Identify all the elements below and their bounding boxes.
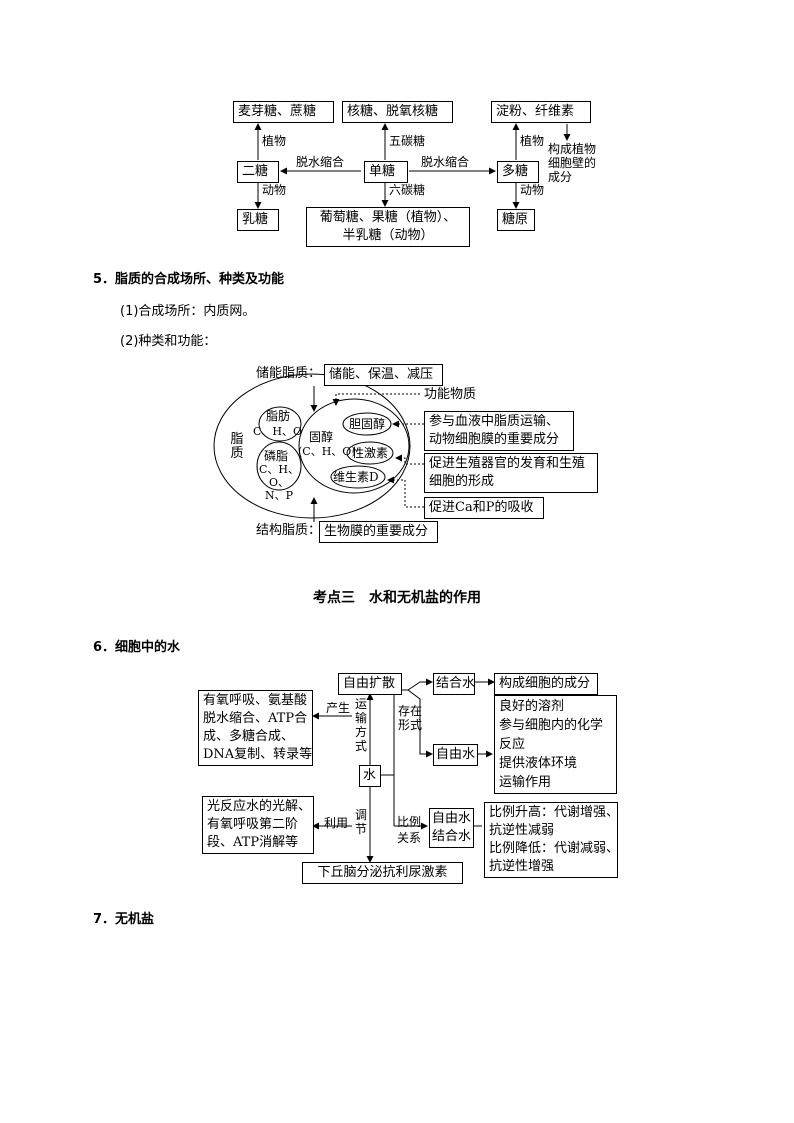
section-3-title: 考点三 水和无机盐的作用 bbox=[313, 590, 481, 606]
synthesis-site-text: (1)合成场所：内质网。 bbox=[120, 304, 256, 319]
ratio-effect-box: 比例升高：代谢增强、 抗逆性减弱 比例降低：代谢减弱、 抗逆性增强 bbox=[484, 802, 620, 878]
types-functions-text: (2)种类和功能： bbox=[120, 334, 217, 349]
utilize-line-1: 光反应水的光解、 bbox=[207, 799, 312, 814]
ratio-effect-4: 抗逆性增强 bbox=[489, 859, 555, 874]
existence-form-label: 存在形式 bbox=[398, 704, 423, 732]
sex-hormone-label: 性激素 bbox=[352, 446, 389, 460]
regulate-label: 调节 bbox=[354, 808, 367, 836]
produce-line-2: 脱水缩合、ATP合 bbox=[203, 711, 308, 726]
section-5-heading: 5．脂质的合成场所、种类及功能 bbox=[93, 272, 285, 287]
vitamin-d-function-box: 促进Ca和P的吸收 bbox=[424, 497, 544, 519]
phospholipid-label: 磷脂 bbox=[264, 449, 289, 463]
vitamin-d-label: 维生素D bbox=[333, 470, 379, 484]
phospholipid-elements: C、H、O、N、P bbox=[259, 463, 300, 502]
cell-component-box: 构成细胞的成分 bbox=[494, 673, 598, 695]
cell-wall-label: 构成植物细胞壁的成分 bbox=[548, 142, 597, 184]
free-diffusion-box: 自由扩散 bbox=[338, 673, 402, 695]
sterol-label: 固醇 bbox=[309, 430, 334, 444]
produce-line-3: 成、多糖合成、 bbox=[203, 729, 295, 744]
maltose-sucrose-box: 麦芽糖、蔗糖 bbox=[233, 101, 334, 123]
structural-lipid-label: 结构脂质： bbox=[256, 523, 322, 538]
ratio-water-box: 自由水 结合水 bbox=[429, 808, 474, 848]
storage-function-box: 储能、保温、减压 bbox=[324, 364, 443, 386]
polysaccharide-box: 多糖 bbox=[497, 161, 539, 183]
lipid-word: 脂质 bbox=[230, 432, 244, 461]
disaccharide-box: 二糖 bbox=[237, 161, 279, 183]
glycogen-box: 糖原 bbox=[497, 209, 535, 231]
utilize-line-2: 有氧呼吸第二阶 bbox=[207, 817, 299, 832]
utilize-box: 光反应水的光解、 有氧呼吸第二阶 段、ATP消解等 bbox=[202, 796, 314, 854]
free-water-function-2: 参与细胞内的化学 bbox=[499, 718, 604, 733]
plant-label-left: 植物 bbox=[262, 134, 287, 148]
free-water-function-3: 反应 bbox=[499, 737, 526, 752]
cholesterol-function-line-2: 动物细胞膜的重要成分 bbox=[429, 432, 560, 447]
monosaccharide-box: 单糖 bbox=[364, 161, 408, 183]
starch-cellulose-box: 淀粉、纤维素 bbox=[491, 101, 591, 123]
water-center-box: 水 bbox=[359, 765, 381, 787]
dehydration-label-right: 脱水缩合 bbox=[421, 155, 470, 169]
free-water-function-5: 运输作用 bbox=[499, 775, 552, 790]
produce-line-4: DNA复制、转录等 bbox=[203, 747, 313, 762]
utilize-line-3: 段、ATP消解等 bbox=[207, 835, 299, 850]
utilize-label: 利用 bbox=[324, 816, 349, 830]
free-water-function-1: 良好的溶剂 bbox=[499, 699, 565, 714]
ratio-label-1: 比例 bbox=[397, 815, 422, 829]
ratio-effect-1: 比例升高：代谢增强、 bbox=[489, 805, 620, 820]
lactose-box: 乳糖 bbox=[237, 209, 279, 231]
sterol-elements: (C、H、O) bbox=[298, 445, 356, 458]
produce-box: 有氧呼吸、氨基酸 脱水缩合、ATP合 成、多糖合成、 DNA复制、转录等 bbox=[198, 690, 313, 766]
free-water-functions-box: 良好的溶剂 参与细胞内的化学 反应 提供液体环境 运输作用 bbox=[494, 695, 617, 794]
ratio-bound-water: 结合水 bbox=[432, 829, 472, 844]
fat-elements: C、H、O bbox=[253, 425, 303, 438]
five-carbon-label: 五碳糖 bbox=[389, 134, 426, 148]
hormone-function-box: 促进生殖器官的发育和生殖 细胞的形成 bbox=[424, 453, 598, 493]
hormone-function-line-2: 细胞的形成 bbox=[429, 474, 495, 489]
free-water-box: 自由水 bbox=[433, 744, 478, 766]
section-7-heading: 7．无机盐 bbox=[93, 912, 155, 927]
free-water-function-4: 提供液体环境 bbox=[499, 756, 578, 771]
section-6-heading: 6．细胞中的水 bbox=[93, 640, 181, 655]
cholesterol-function-line-1: 参与血液中脂质运输、 bbox=[429, 414, 560, 429]
dehydration-label-left: 脱水缩合 bbox=[296, 155, 345, 169]
ratio-label-2: 关系 bbox=[397, 831, 422, 845]
produce-line-1: 有氧呼吸、氨基酸 bbox=[203, 693, 308, 708]
fat-label: 脂肪 bbox=[266, 409, 291, 423]
storage-lipid-label: 储能脂质： bbox=[256, 366, 322, 381]
cholesterol-label: 胆固醇 bbox=[349, 417, 386, 431]
six-carbon-label: 六碳糖 bbox=[389, 183, 426, 197]
glucose-line-1: 葡萄糖、果糖（植物）、 bbox=[319, 210, 457, 225]
animal-label-right: 动物 bbox=[520, 183, 545, 197]
ribose-deoxyribose-box: 核糖、脱氧核糖 bbox=[342, 101, 453, 123]
glucose-box: 葡萄糖、果糖（植物）、 半乳糖（动物） bbox=[306, 207, 470, 247]
structural-function-box: 生物膜的重要成分 bbox=[319, 521, 438, 543]
glucose-line-2: 半乳糖（动物） bbox=[342, 228, 434, 243]
ratio-effect-3: 比例降低：代谢减弱、 bbox=[489, 841, 620, 856]
transport-mode-label: 运输方式 bbox=[354, 697, 367, 753]
ratio-effect-2: 抗逆性减弱 bbox=[489, 823, 555, 838]
plant-label-right: 植物 bbox=[520, 134, 545, 148]
functional-substance-label: 功能物质 bbox=[424, 387, 477, 402]
hormone-function-line-1: 促进生殖器官的发育和生殖 bbox=[429, 456, 586, 471]
animal-label-left: 动物 bbox=[262, 183, 287, 197]
ratio-free-water: 自由水 bbox=[432, 811, 472, 826]
produce-label: 产生 bbox=[326, 701, 351, 715]
adh-box: 下丘脑分泌抗利尿激素 bbox=[302, 862, 463, 884]
bound-water-box: 结合水 bbox=[433, 673, 475, 695]
cholesterol-function-box: 参与血液中脂质运输、 动物细胞膜的重要成分 bbox=[424, 411, 574, 451]
